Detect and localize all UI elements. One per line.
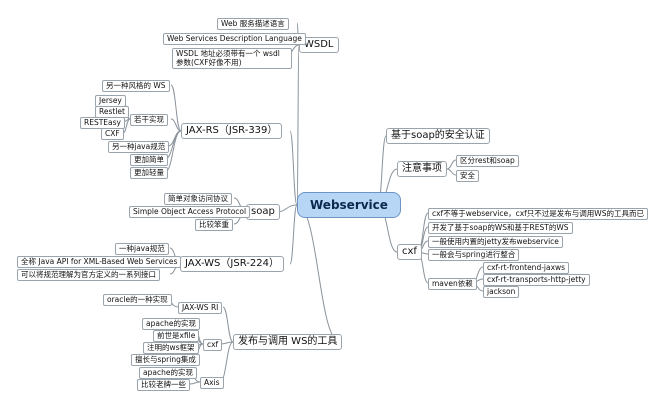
wsdl-item[interactable]: Web Services Description Language	[163, 33, 306, 45]
cxf-item[interactable]: cxf不等于webservice，cxf只不过是发布与调用WS的工具而已	[428, 208, 648, 220]
wsdl-item[interactable]: Web 服务描述语言	[217, 18, 289, 30]
notes-node[interactable]: 注意事项	[397, 161, 447, 177]
jaxrs-item[interactable]: 更加简单	[130, 154, 168, 166]
jaxws-ri-item[interactable]: oracle的一种实现	[103, 294, 172, 306]
maven-node[interactable]: maven依赖	[428, 278, 477, 290]
tools-link	[222, 306, 234, 343]
tools-cxf-node[interactable]: cxf	[203, 339, 223, 351]
notes-link	[446, 168, 457, 176]
axis-node[interactable]: Axis	[200, 377, 224, 389]
tools-cxf-item[interactable]: 擅长与spring集成	[131, 354, 200, 366]
jaxws-item[interactable]: 可以将规范理解为官方定义的一系列接口	[17, 269, 160, 281]
jaxrs-item[interactable]: 更加轻量	[130, 167, 168, 179]
notes-item[interactable]: 区分rest和soap	[456, 155, 519, 167]
tools-cxf-item[interactable]: apache的实现	[142, 318, 200, 330]
maven-item[interactable]: cxf-rt-transports-http-jetty	[483, 274, 590, 286]
soap-item[interactable]: Simple Object Access Protocol	[129, 206, 251, 218]
root-to-tools	[296, 204, 341, 343]
jaxrs-link	[170, 84, 182, 132]
wsdl-node[interactable]: WSDL	[299, 37, 339, 53]
jaxrs-link	[170, 118, 182, 132]
root-to-jaxws	[289, 204, 298, 265]
root-to-wsdl	[296, 44, 300, 206]
tools-cxf-item[interactable]: 前世是xfile	[153, 330, 200, 342]
root-node[interactable]: Webservice	[297, 192, 401, 218]
jaxws-item[interactable]: 全称 Java API for XML-Based Web Services	[17, 256, 182, 268]
jaxws-node[interactable]: JAX-WS（JSR-224）	[180, 256, 284, 272]
tools-node[interactable]: 发布与调用 WS的工具	[233, 334, 343, 350]
jaxrs-impl-item[interactable]: CXF	[101, 128, 124, 140]
impl-link	[122, 118, 131, 134]
security-node[interactable]: 基于soap的安全认证	[386, 128, 490, 144]
jaxrs-item[interactable]: 另一种风格的 WS	[102, 80, 170, 92]
jaxrs-impl-item[interactable]: Jersey	[95, 95, 126, 107]
jaxrs-impl-node[interactable]: 若干实现	[130, 114, 168, 126]
jaxrs-item[interactable]: 另一种java规范	[108, 141, 170, 153]
cxf-item[interactable]: 一般使用内置的jetty发布webservice	[428, 236, 563, 248]
axis-item[interactable]: apache的实现	[139, 367, 197, 379]
jaxws-item[interactable]: 一种java规范	[115, 243, 169, 255]
jaxrs-node[interactable]: JAX-RS（JSR-339）	[181, 123, 283, 139]
notes-item[interactable]: 安全	[456, 170, 479, 182]
jaxws-ri-node[interactable]: JAX-WS RI	[178, 302, 223, 314]
soap-item[interactable]: 简单对象访问协议	[164, 193, 232, 205]
axis-link	[189, 381, 201, 385]
wsdl-item[interactable]: WSDL 地址必须带有一个 wsdl 参数(CXF好像不用)	[172, 48, 292, 70]
maven-item[interactable]: jackson	[483, 286, 520, 298]
maven-item[interactable]: cxf-rt-frontend-jaxws	[483, 262, 570, 274]
soap-item[interactable]: 比较笨重	[195, 219, 233, 231]
notes-link	[446, 159, 457, 170]
cxf-item[interactable]: 开发了基于soap的WS和基于REST的WS	[428, 222, 573, 234]
tools-cxf-item[interactable]: 注明的ws框架	[143, 342, 199, 354]
cxf-node[interactable]: cxf	[397, 244, 422, 260]
jaxrs-impl-item[interactable]: Restlet	[95, 106, 129, 118]
cxf-item[interactable]: 一般会与spring进行整合	[428, 249, 520, 261]
jaxrs-impl-item[interactable]: RESTEasy	[80, 117, 125, 129]
root-to-jaxrs	[289, 130, 298, 206]
axis-item[interactable]: 比较老牌一些	[137, 379, 190, 391]
soap-node[interactable]: soap	[246, 204, 280, 220]
